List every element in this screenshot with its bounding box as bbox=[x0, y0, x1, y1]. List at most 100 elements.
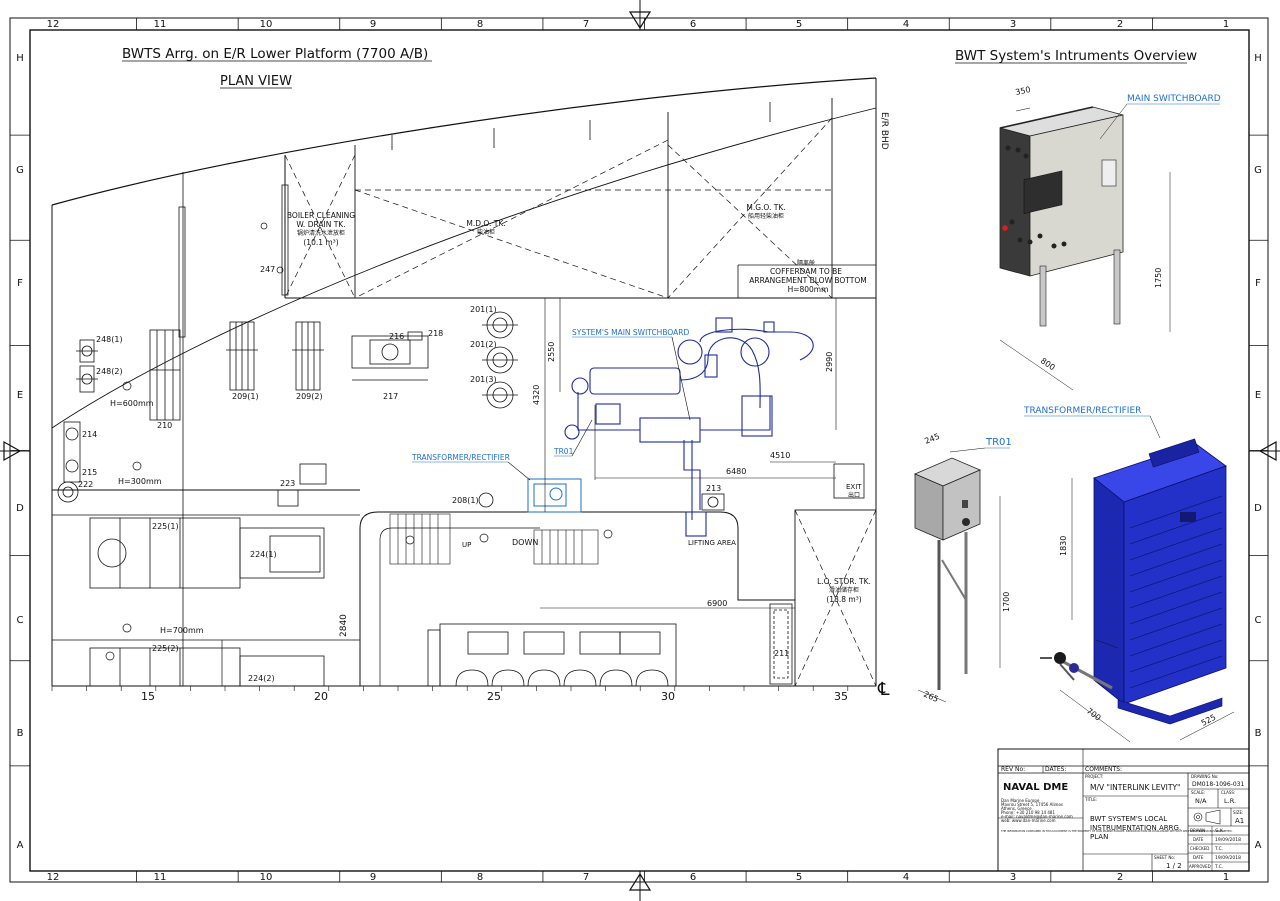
cooling-fin bbox=[1129, 511, 1223, 545]
frame-number: 35 bbox=[834, 690, 848, 703]
cooling-fin bbox=[1129, 623, 1223, 657]
label-247: 247 bbox=[260, 265, 275, 274]
label-209-1: 209(1) bbox=[232, 392, 259, 401]
col-label: 10 bbox=[260, 872, 273, 883]
tank-labels: BOILER CLEANING W. DRAIN TK. 锅炉清洗水泄放柜 (1… bbox=[287, 203, 871, 604]
bulkhead-label: E/R BHD bbox=[879, 112, 889, 150]
row-label: C bbox=[1255, 615, 1262, 626]
dim-4510: 4510 bbox=[770, 451, 790, 460]
frame-number: 30 bbox=[661, 690, 675, 703]
cooling-fin bbox=[1129, 527, 1223, 561]
row-label: H bbox=[1254, 53, 1262, 64]
label-exit: EXIT bbox=[846, 483, 862, 491]
transformer-depth: 525 bbox=[1200, 713, 1218, 728]
label-214: 214 bbox=[82, 430, 97, 439]
title-block: REV No: DATES: COMMENTS: NAVAL DME Dan M… bbox=[997, 748, 1250, 872]
cooling-fin bbox=[1129, 575, 1223, 609]
col-label: 6 bbox=[690, 19, 696, 30]
label-down: DOWN bbox=[512, 538, 538, 547]
mgo-tank-line2: 船用轻柴油柜 bbox=[748, 212, 784, 220]
plan-subtitle: PLAN VIEW bbox=[220, 74, 292, 89]
transformer-width: 700 bbox=[1085, 706, 1103, 722]
col-label: 12 bbox=[47, 19, 60, 30]
label-211: 211 bbox=[774, 649, 789, 658]
row-label: H bbox=[16, 53, 24, 64]
boiler-tank-line4: (10.1 m³) bbox=[303, 238, 338, 247]
col-label: 2 bbox=[1117, 872, 1123, 883]
hull-outline bbox=[51, 77, 877, 691]
label-201-2: 201(2) bbox=[470, 340, 497, 349]
tr01-drawing bbox=[913, 447, 1010, 703]
title-label: TITLE: bbox=[1084, 797, 1097, 802]
col-label: 5 bbox=[796, 19, 802, 30]
plan-titles: BWTS Arrg. on E/R Lower Platform (7700 A… bbox=[122, 46, 432, 89]
dim-4320: 4320 bbox=[532, 385, 541, 405]
cooling-fin bbox=[1129, 543, 1223, 577]
company-line: Mavrou Street 5, 17456 Alimos bbox=[1001, 802, 1063, 807]
scale-value: N/A bbox=[1195, 797, 1207, 805]
approved-label: APPROVED bbox=[1189, 864, 1211, 869]
row-label: B bbox=[17, 728, 24, 739]
label-exit-cn: 出口 bbox=[848, 491, 860, 499]
label-system-main-switchboard: SYSTEM'S MAIN SWITCHBOARD bbox=[572, 328, 689, 337]
label-223: 223 bbox=[280, 479, 295, 488]
cofferdam-line2: COFFERDAM TO BE bbox=[770, 267, 842, 276]
main-switchboard-drawing bbox=[999, 103, 1220, 391]
switchboard-width: 350 bbox=[1015, 85, 1032, 97]
lo-tank-line2: 滑油储存柜 bbox=[829, 586, 859, 594]
col-label: 6 bbox=[690, 872, 696, 883]
comments-label: COMMENTS: bbox=[1085, 766, 1122, 773]
row-labels-left: H G F E D C B A bbox=[16, 53, 24, 851]
col-label: 8 bbox=[477, 872, 483, 883]
sheet-label: SHEET No: bbox=[1154, 855, 1175, 860]
label-225-2: 225(2) bbox=[152, 644, 179, 653]
mdo-tank-line2: 柴油柜 bbox=[477, 228, 495, 236]
dim-6900: 6900 bbox=[707, 599, 727, 608]
sheet-number: 1 / 2 bbox=[1166, 862, 1182, 870]
plan-dimensions: 2550 4320 2990 4510 6480 6900 2840 bbox=[339, 298, 837, 686]
cooling-fin bbox=[1129, 495, 1223, 529]
cooling-fin bbox=[1129, 639, 1223, 673]
row-label: E bbox=[1255, 390, 1261, 401]
overview-title-text: BWT System's Intruments Overview bbox=[955, 48, 1197, 64]
cofferdam-line1: 隔离舱 bbox=[797, 259, 815, 267]
plan-equipment bbox=[57, 222, 865, 687]
col-label: 8 bbox=[477, 19, 483, 30]
boiler-tank-line1: BOILER CLEANING bbox=[287, 211, 355, 220]
switchboard-height: 1750 bbox=[1154, 268, 1163, 288]
company-logo: NAVAL DME bbox=[1003, 782, 1068, 793]
cooling-fin bbox=[1129, 607, 1223, 641]
projection-symbol-icon bbox=[1193, 809, 1221, 825]
title-line: PLAN bbox=[1090, 833, 1108, 841]
label-210: 210 bbox=[157, 421, 172, 430]
col-label: 10 bbox=[260, 19, 273, 30]
drawing-no-label: DRAWING No: bbox=[1191, 774, 1219, 779]
mdo-tank-line1: M.D.O. TK. bbox=[466, 219, 505, 228]
col-label: 12 bbox=[47, 872, 60, 883]
checked-by: T.C. bbox=[1214, 846, 1223, 852]
frame-number: 15 bbox=[141, 690, 155, 703]
scale-label: SCALE: bbox=[1191, 790, 1205, 795]
dates-label: DATES: bbox=[1045, 766, 1066, 773]
row-label: G bbox=[16, 165, 24, 176]
bwts-piping bbox=[527, 317, 814, 537]
company-line: e-mail: navaldme@dan-marine.com bbox=[1001, 814, 1073, 819]
title-line: INSTRUMENTATION ARRG. bbox=[1090, 824, 1181, 832]
label-217: 217 bbox=[383, 392, 398, 401]
label-222: 222 bbox=[78, 480, 93, 489]
label-208-1: 208(1) bbox=[452, 496, 479, 505]
row-labels-right: H G F E D C B A bbox=[1254, 53, 1262, 851]
dim-6480: 6480 bbox=[726, 467, 746, 476]
equipment-labels: 248(1) 248(2) 210 209(1) 209(2) 216 217 … bbox=[78, 265, 862, 683]
class-label: CLASS: bbox=[1221, 790, 1235, 795]
label-248-1: 248(1) bbox=[96, 335, 123, 344]
label-transformer-rectifier: TRANSFORMER/RECTIFIER bbox=[411, 453, 510, 462]
row-label: D bbox=[16, 503, 24, 514]
label-213: 213 bbox=[706, 484, 721, 493]
drawing-number: DM018-1096-031 bbox=[1192, 781, 1244, 788]
transformer-height: 1830 bbox=[1059, 536, 1068, 556]
label-tr01-plan: TR01 bbox=[553, 447, 574, 456]
size-value: A1 bbox=[1235, 817, 1244, 825]
